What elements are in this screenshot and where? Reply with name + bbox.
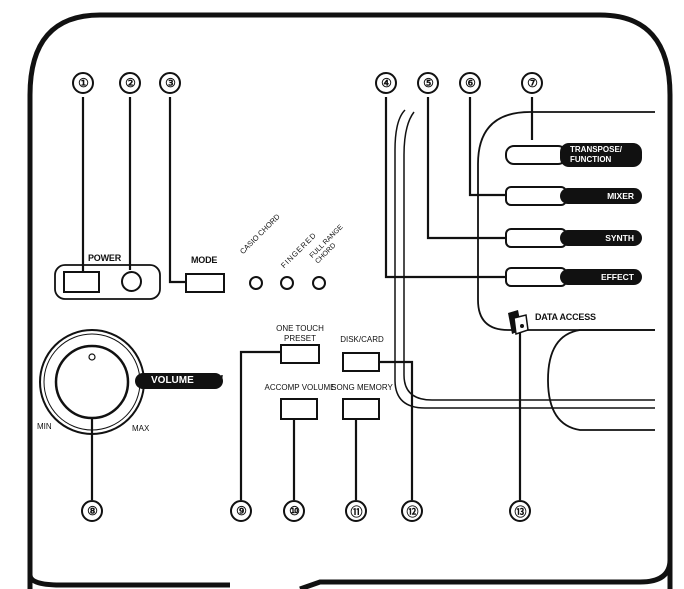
effect-label: EFFECT [560,269,642,285]
callout-4: ④ [375,72,397,94]
callout-8: ⑧ [81,500,103,522]
callout-7: ⑦ [521,72,543,94]
power-indicator [121,271,142,292]
volume-knob[interactable] [54,344,130,420]
data-access-label: DATA ACCESS [535,312,596,322]
max-label: MAX [132,424,150,433]
callout-6: ⑥ [459,72,481,94]
volume-knob-indicator [88,353,96,361]
chord-mode-indicators [249,276,326,290]
song-memory-label: SONG MEMORY [331,383,393,392]
callout-1: ① [72,72,94,94]
synth-label: SYNTH [560,230,642,246]
panel-bottom-right [299,559,673,589]
panel-curve-line-2 [403,111,655,401]
song-memory-button[interactable] [342,398,380,420]
panel-right-section-border [477,111,655,331]
min-label: MIN [37,422,52,431]
effect-button[interactable] [505,267,567,287]
panel-curve-line-1 [394,109,655,409]
accomp-volume-button[interactable] [280,398,318,420]
accomp-volume-label: ACCOMP VOLUME [264,383,336,392]
callout-12: ⑫ [401,500,423,522]
panel-right-lower-shape [547,329,655,431]
synth-button[interactable] [505,228,567,248]
one-touch-preset-button[interactable] [280,344,320,364]
data-access-icon [508,310,529,336]
callout-13: ⑬ [509,500,531,522]
panel-bottom-left [27,574,230,588]
transpose-function-button[interactable] [505,145,567,165]
disk-card-label: DISK/CARD [340,335,384,344]
callout-2: ② [119,72,141,94]
power-surround [54,264,161,300]
callout-10: ⑩ [283,500,305,522]
mixer-label: MIXER [560,188,642,204]
mode-button[interactable] [185,273,225,293]
callout-11: ⑪ [345,500,367,522]
panel-outer-border [27,12,673,589]
callout-9: ⑨ [230,500,252,522]
one-touch-preset-label: ONE TOUCH PRESET [276,324,324,343]
callout-3: ③ [159,72,181,94]
volume-label: VOLUME [135,373,223,389]
mode-label: MODE [191,255,218,265]
power-label: POWER [88,253,122,263]
power-button[interactable] [63,271,100,293]
disk-card-button[interactable] [342,352,380,372]
transpose-function-label: TRANSPOSE/ FUNCTION [560,143,642,167]
mixer-button[interactable] [505,186,567,206]
callout-5: ⑤ [417,72,439,94]
